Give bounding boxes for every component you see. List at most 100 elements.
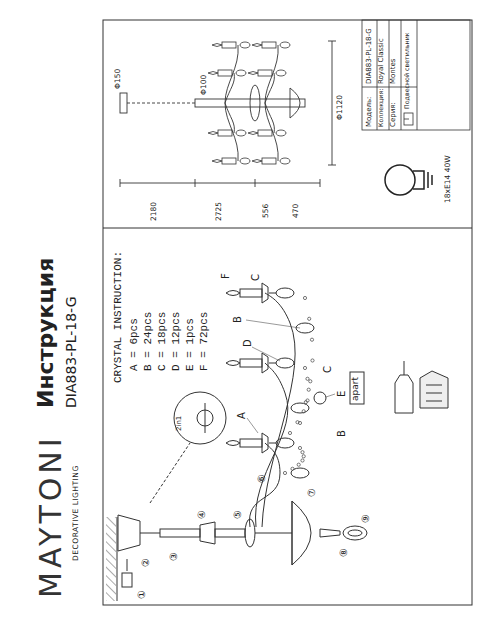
detail-inset (150, 443, 190, 503)
crystal-count: A = 6pcs (128, 318, 140, 371)
dimension-candles (208, 132, 218, 135)
candle-arms (269, 363, 276, 364)
part-letter: B (232, 316, 243, 323)
dimension-label: 2725 (215, 202, 223, 221)
part-letter: E (336, 391, 347, 397)
dimension-drawing (328, 165, 336, 166)
bulb-icon (431, 175, 433, 185)
part-letter: B (336, 430, 347, 437)
part-letter: F (220, 273, 231, 279)
dimension-candles (218, 130, 232, 136)
callout-number: ⑧ (338, 548, 349, 557)
crystal-beads (298, 421, 301, 424)
chandelier-stem (140, 533, 160, 534)
crystal-beads (301, 451, 304, 454)
dimension-candles (222, 158, 236, 164)
part-letter: A (236, 412, 247, 419)
chandelier-stem (343, 526, 367, 540)
dimension-drawing (320, 179, 321, 187)
crystal-beads (311, 359, 314, 362)
dimension-candles (236, 70, 246, 76)
dimension-drawing (332, 41, 333, 165)
chandelier-stem (200, 522, 215, 544)
dimension-candles (212, 44, 222, 47)
dimension-label: 2180 (150, 202, 158, 221)
dimension-candles (252, 44, 262, 47)
table-cell: DIA883-PL-18-G (366, 28, 374, 84)
ceiling (117, 517, 118, 601)
leader-lines (246, 320, 335, 433)
dimension-drawing (328, 41, 336, 42)
crystal-beads (308, 317, 311, 320)
table-cell: Montes (390, 59, 398, 84)
crystal-beads (307, 388, 310, 391)
dimension-drawing (120, 93, 127, 113)
sheet-frame (103, 20, 472, 605)
crystal-beads (303, 366, 306, 369)
callout-number: ④ (196, 510, 207, 519)
dimension-drawing (120, 179, 121, 187)
note-label: apart (351, 377, 361, 401)
crystal-count: F = 72pcs (198, 312, 210, 371)
candle-arms (276, 288, 294, 298)
dimension-candles (262, 42, 276, 48)
leader-lines (246, 320, 300, 328)
chandelier-stem (118, 515, 140, 551)
table-cell: Подвесной светильник (404, 32, 411, 109)
dimension-drawing (225, 73, 234, 103)
dimension-drawing (120, 41, 336, 187)
dimension-candles (258, 70, 272, 76)
dimension-candles (208, 72, 218, 75)
dimension-candles (280, 42, 290, 48)
title-block (404, 113, 413, 125)
chandelier-stem (160, 529, 200, 537)
candle-arms (262, 293, 295, 527)
dimension-drawing (250, 85, 260, 121)
crystal-heading: CRYSTAL INSTRUCTION: (112, 251, 124, 383)
crystal-beads (283, 471, 286, 474)
candle-arms (291, 403, 309, 413)
chandelier-stem (215, 529, 245, 537)
crystal-count: B = 24pcs (142, 312, 154, 371)
callout-number: ② (140, 558, 151, 567)
dimension-label: 556 (262, 204, 270, 218)
crystal-beads (283, 296, 314, 474)
table-cell: Серия: (390, 102, 398, 127)
crystal-beads (302, 455, 305, 458)
dimension-candles (208, 42, 290, 164)
dimension-label: Φ150 (114, 69, 122, 89)
callout-number: ⑦ (306, 488, 317, 497)
dimension-candles (212, 160, 222, 163)
dimension-label: 470 (292, 204, 300, 218)
dimension-drawing (265, 73, 274, 103)
tool-icon (420, 371, 448, 408)
sheet-frame (103, 228, 472, 229)
leader-lines (326, 394, 335, 397)
candle-arms (314, 392, 326, 404)
crystal-count: D = 12pcs (170, 312, 182, 371)
candle-arms (276, 358, 294, 368)
chandelier-stem (255, 533, 292, 534)
crystal-beads (306, 377, 309, 380)
candle-arms (240, 439, 262, 447)
bulb-icon (413, 171, 424, 189)
title-block (362, 20, 470, 130)
candle-arms (291, 468, 309, 478)
dimension-candles (252, 160, 262, 163)
table-cell: Royal Classic (378, 38, 386, 84)
dimension-drawing (255, 179, 256, 187)
candle-arms (255, 363, 287, 527)
bulb-icon (427, 172, 429, 188)
table-cell: Модель: (366, 97, 374, 127)
inset-label: 2in1 (176, 416, 184, 431)
tool-icon (426, 385, 442, 386)
ceiling (127, 559, 128, 571)
brand-tagline: DECORATIVE LIGHTING (72, 465, 80, 561)
crystal-beads (309, 380, 312, 383)
chandelier-stem (320, 529, 340, 537)
ceiling (106, 517, 132, 601)
title-block (417, 20, 418, 130)
dimension-drawing (265, 103, 274, 133)
part-letter: C (250, 274, 261, 281)
